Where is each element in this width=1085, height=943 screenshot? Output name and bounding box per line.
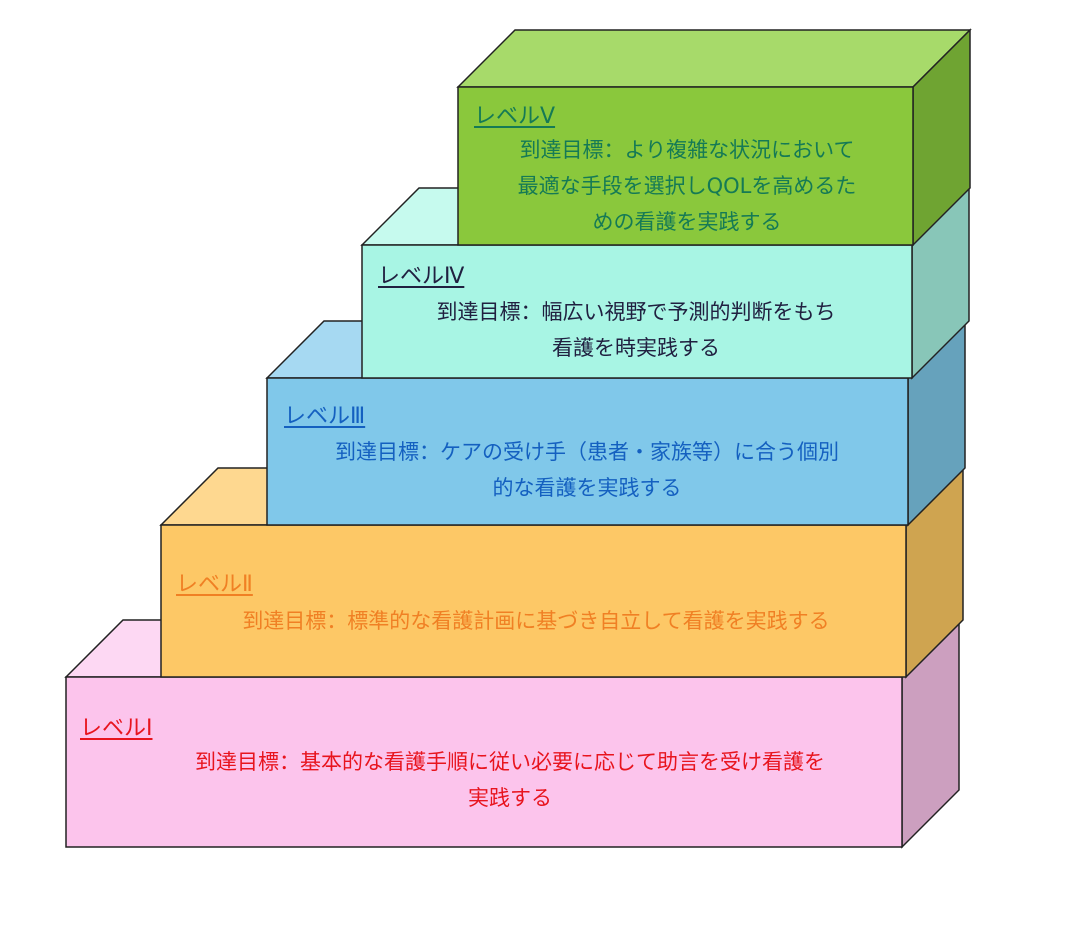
level-1-goal-line: 実践する	[468, 786, 552, 810]
level-2-front-face	[160, 524, 907, 678]
level-2-goal: 到達目標：標準的な看護計画に基づき自立して看護を実践する	[166, 603, 906, 639]
level-3-label: レベルⅢ	[284, 404, 366, 429]
level-5-top-face	[456, 29, 972, 88]
level-3-goal-line: 到達目標：ケアの受け手（患者・家族等）に合う個別	[335, 440, 839, 464]
level-2-goal-line: 到達目標：標準的な看護計画に基づき自立して看護を実践する	[242, 609, 830, 633]
level-4-goal-line: 到達目標：幅広い視野で予測的判断をもち	[436, 300, 836, 324]
level-5-goal-line: 到達目標：より複雑な状況において	[519, 138, 855, 162]
level-5-goal-line: めの看護を実践する	[592, 210, 782, 234]
level-5-goal-line: 最適な手段を選択しQOLを高めるた	[517, 174, 857, 198]
level-1-label: レベルⅠ	[80, 716, 153, 741]
level-5-goal: 到達目標：より複雑な状況において 最適な手段を選択しQOLを高めるた めの看護を…	[462, 132, 912, 240]
level-1-goal-line: 到達目標：基本的な看護手順に従い必要に応じて助言を受け看護を	[195, 750, 825, 774]
level-4-goal: 到達目標：幅広い視野で予測的判断をもち 看護を時実践する	[366, 294, 906, 366]
level-4-label: レベルⅣ	[378, 264, 465, 289]
level-3-goal: 到達目標：ケアの受け手（患者・家族等）に合う個別 的な看護を実践する	[272, 434, 902, 506]
level-4-goal-line: 看護を時実践する	[552, 336, 720, 360]
level-3-goal-line: 的な看護を実践する	[492, 476, 682, 500]
level-5-label: レベルⅤ	[474, 104, 556, 129]
level-1-goal: 到達目標：基本的な看護手順に従い必要に応じて助言を受け看護を 実践する	[100, 744, 920, 816]
level-2-label: レベルⅡ	[176, 572, 253, 597]
level-5-front-face	[457, 86, 914, 246]
